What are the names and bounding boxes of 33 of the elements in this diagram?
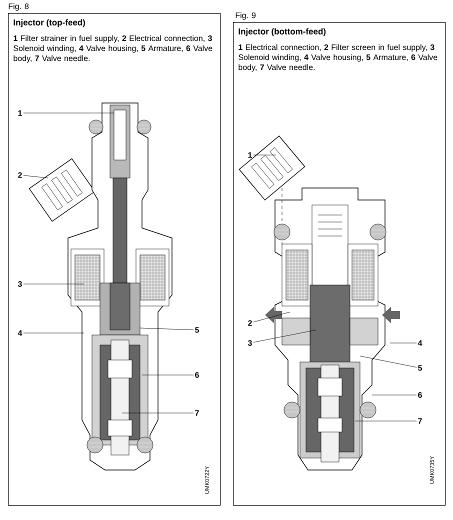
leader-line	[253, 330, 316, 343]
leader-line	[140, 328, 194, 330]
figure-number: Fig. 9	[236, 12, 256, 20]
callout-number: 5	[418, 365, 422, 371]
callout-number: 6	[418, 392, 422, 398]
leader-line	[390, 342, 417, 344]
leader-line	[23, 175, 48, 178]
leader-line	[253, 154, 276, 156]
callout-number: 6	[195, 372, 199, 378]
leader-line	[253, 312, 290, 322]
callout-number: 4	[18, 330, 22, 336]
leader-line	[23, 332, 84, 334]
panel-title: Injector (bottom-feed)	[238, 28, 326, 36]
callout-number: 3	[18, 281, 22, 287]
parts-list: 1 Filter strainer in fuel supply, 2 Electrical connection, 3 Solenoid winding, 4 Valve housing, 5 Armature, 6 Valve body, 7 Valve needle.	[14, 35, 212, 63]
leader-line	[360, 356, 417, 368]
callout-number: 2	[18, 172, 22, 178]
leader-line	[142, 374, 194, 376]
leader-line	[354, 420, 417, 422]
figure-number: Fig. 8	[8, 3, 29, 11]
leader-line	[23, 112, 114, 114]
callout-number: 2	[248, 320, 252, 326]
callout-number: 7	[195, 410, 199, 416]
callout-number: 3	[248, 340, 252, 346]
callout-number: 4	[418, 340, 422, 346]
panel-title: Injector (top-feed)	[14, 19, 85, 28]
callout-number: 1	[18, 110, 22, 116]
leader-line	[122, 412, 194, 414]
callout-number: 5	[195, 327, 199, 333]
parts-list: 1 Electrical connection, 2 Filter screen in fuel supply, 3 Solenoid winding, 4 Valve housing, 5 Armature, 6 Valve body, 7 Valve needle.	[238, 44, 438, 72]
leader-line	[372, 394, 417, 396]
callout-number: 1	[248, 152, 252, 158]
callout-number: 7	[418, 418, 422, 424]
